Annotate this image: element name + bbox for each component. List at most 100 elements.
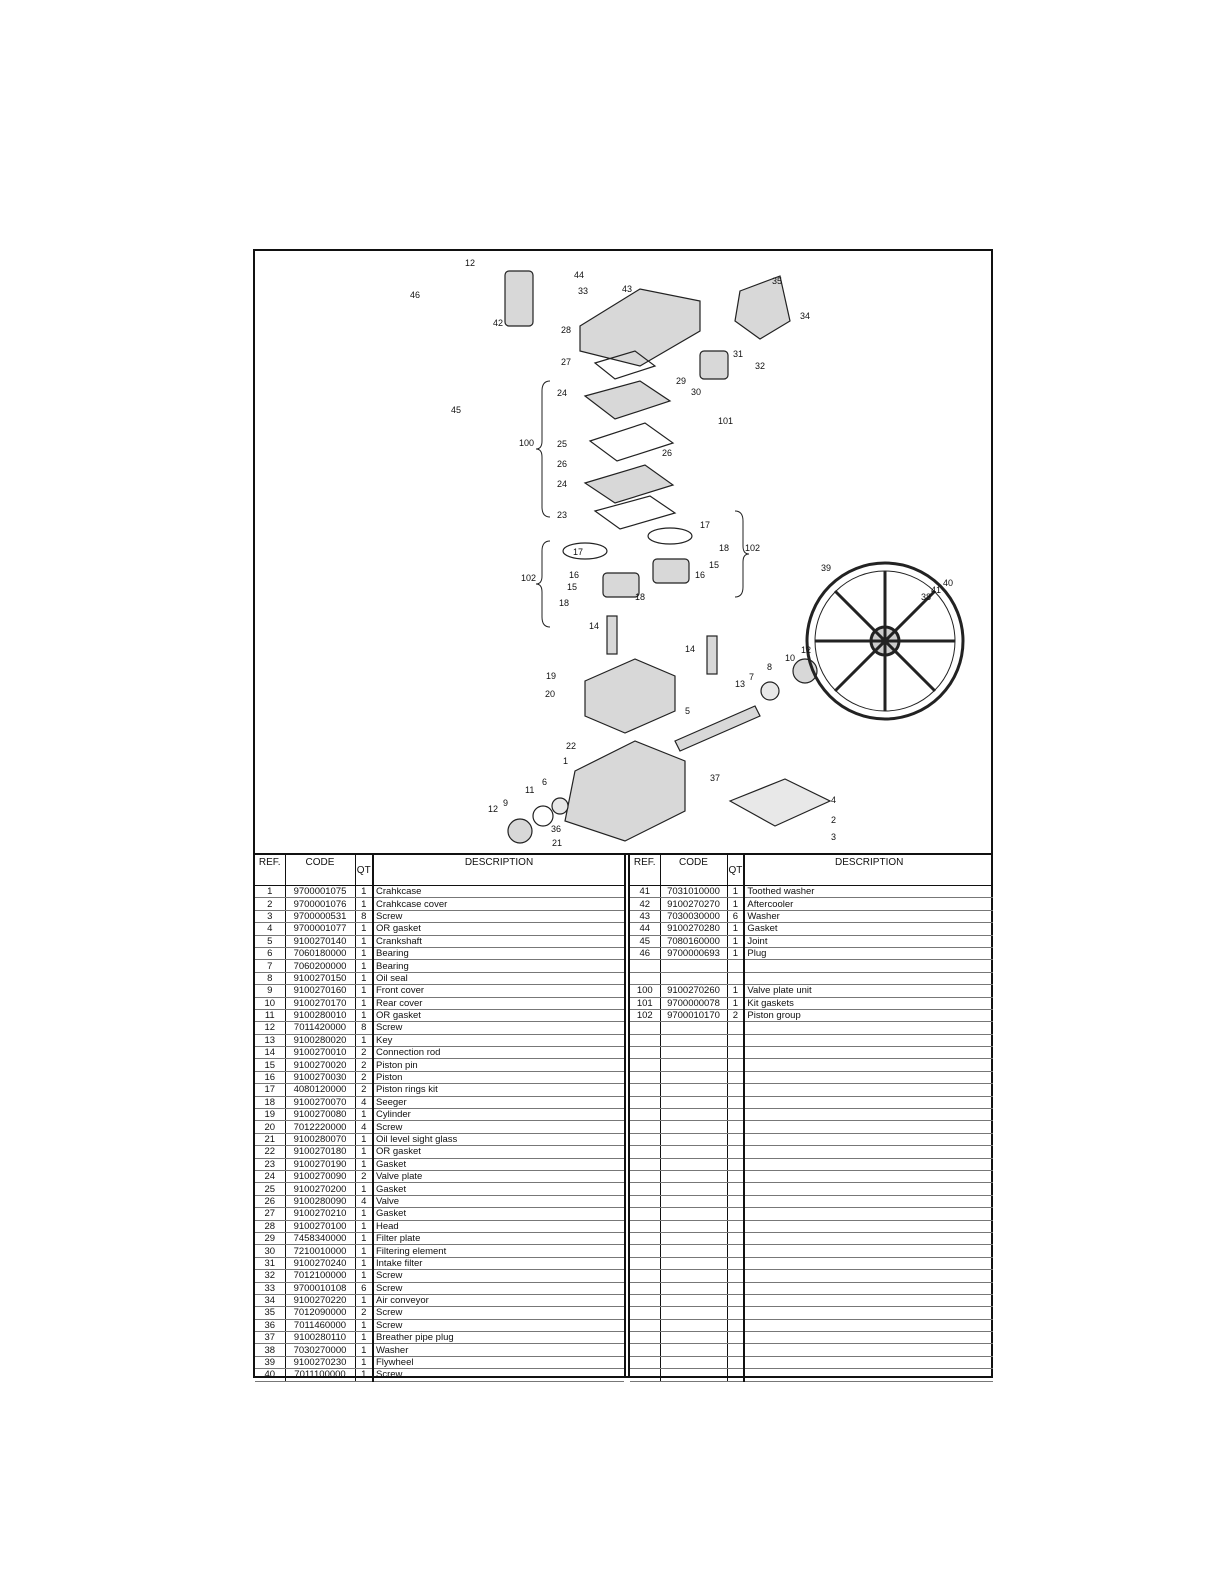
cell-code: 7011460000	[285, 1319, 356, 1333]
cell-ref: 11	[255, 1009, 286, 1023]
table-row	[630, 1368, 993, 1382]
cell-qt	[727, 1034, 745, 1048]
cell-description	[743, 1195, 993, 1209]
cell-qt: 1	[727, 947, 745, 961]
connection-rod-2	[706, 635, 718, 675]
table-row	[630, 1034, 993, 1048]
cell-code: 7030030000	[660, 910, 728, 924]
cell-code: 7210010000	[285, 1244, 356, 1258]
cell-ref: 100	[630, 984, 661, 998]
cell-qt	[727, 1170, 745, 1184]
cell-code	[660, 1034, 728, 1048]
cell-qt	[727, 1195, 745, 1209]
cell-qt: 1	[355, 1257, 374, 1271]
cell-ref	[630, 1071, 661, 1085]
table-header: REF. CODE QT DESCRIPTION	[255, 855, 624, 886]
cell-description: Washer	[743, 910, 993, 924]
cell-ref: 43	[630, 910, 661, 924]
cell-description	[743, 1282, 993, 1295]
cell-code: 9100280090	[285, 1195, 356, 1209]
cell-qt: 1	[355, 972, 374, 986]
cell-code	[660, 1046, 728, 1060]
cell-qt: 4	[355, 1195, 374, 1209]
cell-ref: 17	[255, 1083, 286, 1097]
cell-ref	[630, 1158, 661, 1172]
cell-ref	[630, 1120, 661, 1134]
callout-label: 34	[800, 311, 810, 321]
cell-qt: 1	[727, 935, 745, 948]
description-header: DESCRIPTION	[372, 855, 624, 886]
cell-code	[660, 1306, 728, 1320]
cell-qt: 1	[355, 935, 374, 948]
cell-qt	[727, 1356, 745, 1370]
cell-description: Crankshaft	[372, 935, 624, 948]
piston-16b	[652, 558, 690, 584]
callout-label: 18	[559, 598, 569, 608]
cell-ref	[630, 1257, 661, 1271]
cell-qt: 1	[355, 922, 374, 936]
cell-ref	[630, 1145, 661, 1159]
table-row	[630, 1046, 993, 1060]
cell-code: 9100270260	[660, 984, 728, 998]
callout-label: 26	[662, 448, 672, 458]
cell-code: 7012100000	[285, 1269, 356, 1283]
callout-label: 6	[542, 777, 547, 787]
cell-qt	[727, 1269, 745, 1283]
cell-ref	[630, 1046, 661, 1060]
cell-code	[660, 1145, 728, 1159]
cell-ref: 21	[255, 1133, 286, 1147]
cell-description: Valve plate	[372, 1170, 624, 1184]
callout-label: 15	[709, 560, 719, 570]
cell-ref: 32	[255, 1269, 286, 1283]
cell-qt: 1	[355, 1331, 374, 1345]
cell-ref: 37	[255, 1331, 286, 1345]
table-row	[630, 1058, 993, 1072]
cell-ref: 29	[255, 1232, 286, 1246]
cell-description: Piston	[372, 1071, 624, 1085]
cell-qt	[727, 1294, 745, 1308]
cell-ref: 4	[255, 922, 286, 936]
cell-qt: 1	[355, 1145, 374, 1159]
cell-qt: 1	[727, 897, 745, 911]
gasket-25	[588, 422, 675, 462]
cell-ref	[630, 1368, 661, 1382]
cell-description	[743, 1096, 993, 1110]
cell-code	[660, 1108, 728, 1122]
cell-qt	[727, 1120, 745, 1134]
cell-qt: 1	[355, 947, 374, 961]
table-row	[630, 1294, 993, 1308]
cell-ref	[630, 1058, 661, 1072]
table-row	[630, 1207, 993, 1221]
cell-code: 9100270140	[285, 935, 356, 948]
cell-description: Kit gaskets	[743, 997, 993, 1010]
cell-qt	[727, 1158, 745, 1172]
table-row	[630, 1108, 993, 1122]
cell-ref	[630, 1083, 661, 1097]
cell-code	[660, 1158, 728, 1172]
cell-ref	[630, 1207, 661, 1221]
callout-label: 23	[557, 510, 567, 520]
callout-label: 44	[574, 270, 584, 280]
cell-description	[743, 1108, 993, 1122]
callout-label: 3	[831, 832, 836, 842]
cell-ref	[630, 1195, 661, 1209]
callout-label: 19	[546, 671, 556, 681]
cell-description: Gasket	[372, 1207, 624, 1221]
